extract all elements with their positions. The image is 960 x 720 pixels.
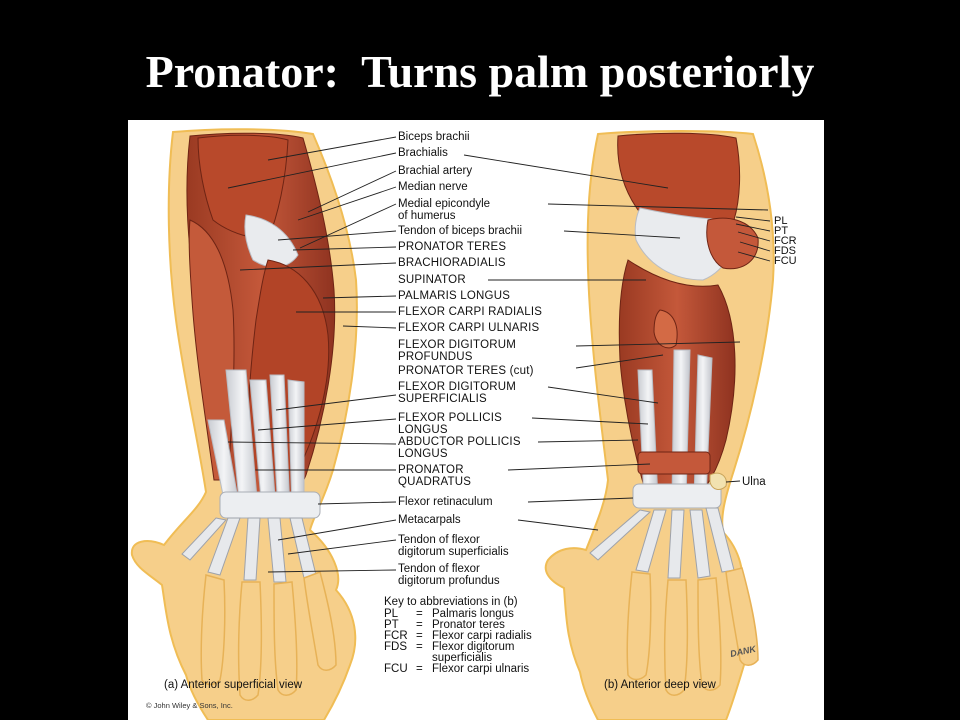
label-abductor-pollicis-longus-line-1: ABDUCTOR POLLICIS <box>398 436 521 448</box>
key-desc-pt: Pronator teres <box>432 619 505 631</box>
key-abbr-fcr: FCR <box>384 630 408 642</box>
label-brachial-artery: Brachial artery <box>398 165 472 177</box>
arm-b-ulna-styloid <box>709 472 727 490</box>
key-equals-fcr: = <box>416 630 423 642</box>
label-metacarpals: Metacarpals <box>398 514 461 526</box>
arm-a-retinaculum <box>219 491 321 519</box>
key-abbr-pl: PL <box>384 608 399 620</box>
arm-b-retinaculum <box>632 483 722 509</box>
key-abbr-fcu: FCU <box>384 663 408 675</box>
caption-b: (b) Anterior deep view <box>604 679 717 691</box>
label-flexor-digitorum-superficialis-line-2: SUPERFICIALIS <box>398 393 487 405</box>
arm-a-palm-tendons <box>181 517 317 583</box>
abbrev-label-fcu: FCU <box>774 255 797 267</box>
label-brachialis: Brachialis <box>398 147 448 159</box>
label-brachioradialis: BRACHIORADIALIS <box>398 257 506 269</box>
label-flexor-digitorum-superficialis-line-1: FLEXOR DIGITORUM <box>398 381 516 393</box>
key-desc-fds-line-1: Flexor digitorum <box>432 641 514 653</box>
label-tendon-of-flexor-digitorum-profundus-line-1: Tendon of flexor <box>398 563 480 575</box>
label-medial-epicondyle-line-1: Medial epicondyle <box>398 198 490 210</box>
arm-a-fingers <box>200 571 337 701</box>
label-pronator-teres-cut: PRONATOR TERES (cut) <box>398 365 534 377</box>
slide-title: Pronator: Turns palm posteriorly <box>145 46 815 97</box>
label-supinator: SUPINATOR <box>398 274 466 286</box>
label-flexor-pollicis-longus-line-2: LONGUS <box>398 424 448 436</box>
arm-b-illustration <box>544 130 775 720</box>
copyright: © John Wiley & Sons, Inc. <box>146 701 233 710</box>
label-flexor-pollicis-longus-line-1: FLEXOR POLLICIS <box>398 412 502 424</box>
key-title: Key to abbreviations in (b) <box>384 596 518 608</box>
abbreviation-key: Key to abbreviations in (b) PL = Palmaris … <box>384 596 532 675</box>
label-tendon-of-flexor-digitorum-superficialis-line-1: Tendon of flexor <box>398 534 480 546</box>
leader-lines <box>227 136 771 573</box>
label-tendon-of-flexor-digitorum-profundus-line-2: digitorum profundus <box>398 575 500 587</box>
label-palmaris-longus: PALMARIS LONGUS <box>398 290 510 302</box>
label-flexor-digitorum-profundus-line-2: PROFUNDUS <box>398 351 473 363</box>
label-abductor-pollicis-longus-line-2: LONGUS <box>398 448 448 460</box>
key-equals-pt: = <box>416 619 423 631</box>
caption-a: (a) Anterior superficial view <box>164 679 303 691</box>
key-desc-fcr: Flexor carpi radialis <box>432 630 532 642</box>
label-pronator-quadratus-line-1: PRONATOR <box>398 464 464 476</box>
key-abbr-pt: PT <box>384 619 399 631</box>
label-median-nerve: Median nerve <box>398 181 468 193</box>
label-tendon-of-flexor-digitorum-superficialis-line-2: digitorum superficialis <box>398 546 509 558</box>
arm-b-pronator-teres-cut <box>653 309 678 349</box>
label-flexor-carpi-radialis: FLEXOR CARPI RADIALIS <box>398 306 542 318</box>
label-pronator-quadratus-line-2: QUADRATUS <box>398 476 471 488</box>
label-flexor-carpi-ulnaris: FLEXOR CARPI ULNARIS <box>398 322 540 334</box>
key-equals-pl: = <box>416 608 423 620</box>
abbrev-label-pl: PL <box>774 215 787 227</box>
label-pronator-teres: PRONATOR TERES <box>398 241 506 253</box>
abbrev-label-fcr: FCR <box>774 235 797 247</box>
key-equals-fcu: = <box>416 663 423 675</box>
arm-b-cut-muscles <box>706 217 759 270</box>
arm-a-illustration <box>130 128 358 720</box>
key-abbr-fds: FDS <box>384 641 407 653</box>
arm-b-pronator-quadratus <box>637 451 711 475</box>
arm-b-tendons <box>637 349 713 501</box>
label-flexor-digitorum-profundus-line-1: FLEXOR DIGITORUM <box>398 339 516 351</box>
key-desc-fds-line-2: superficialis <box>432 652 492 664</box>
key-equals-fds: = <box>416 641 423 653</box>
label-biceps-brachii: Biceps brachii <box>398 131 470 143</box>
abbrev-label-pt: PT <box>774 225 788 237</box>
arm-b-fingers <box>626 567 759 696</box>
label-medial-epicondyle-line-2: of humerus <box>398 210 456 222</box>
abbrev-label-fds: FDS <box>774 245 796 257</box>
label-flexor-retinaculum: Flexor retinaculum <box>398 496 493 508</box>
key-desc-pl: Palmaris longus <box>432 608 514 620</box>
label-tendon-of-biceps-brachii: Tendon of biceps brachii <box>398 225 522 237</box>
ulna-label: Ulna <box>742 476 766 488</box>
key-desc-fcu: Flexor carpi ulnaris <box>432 663 529 675</box>
